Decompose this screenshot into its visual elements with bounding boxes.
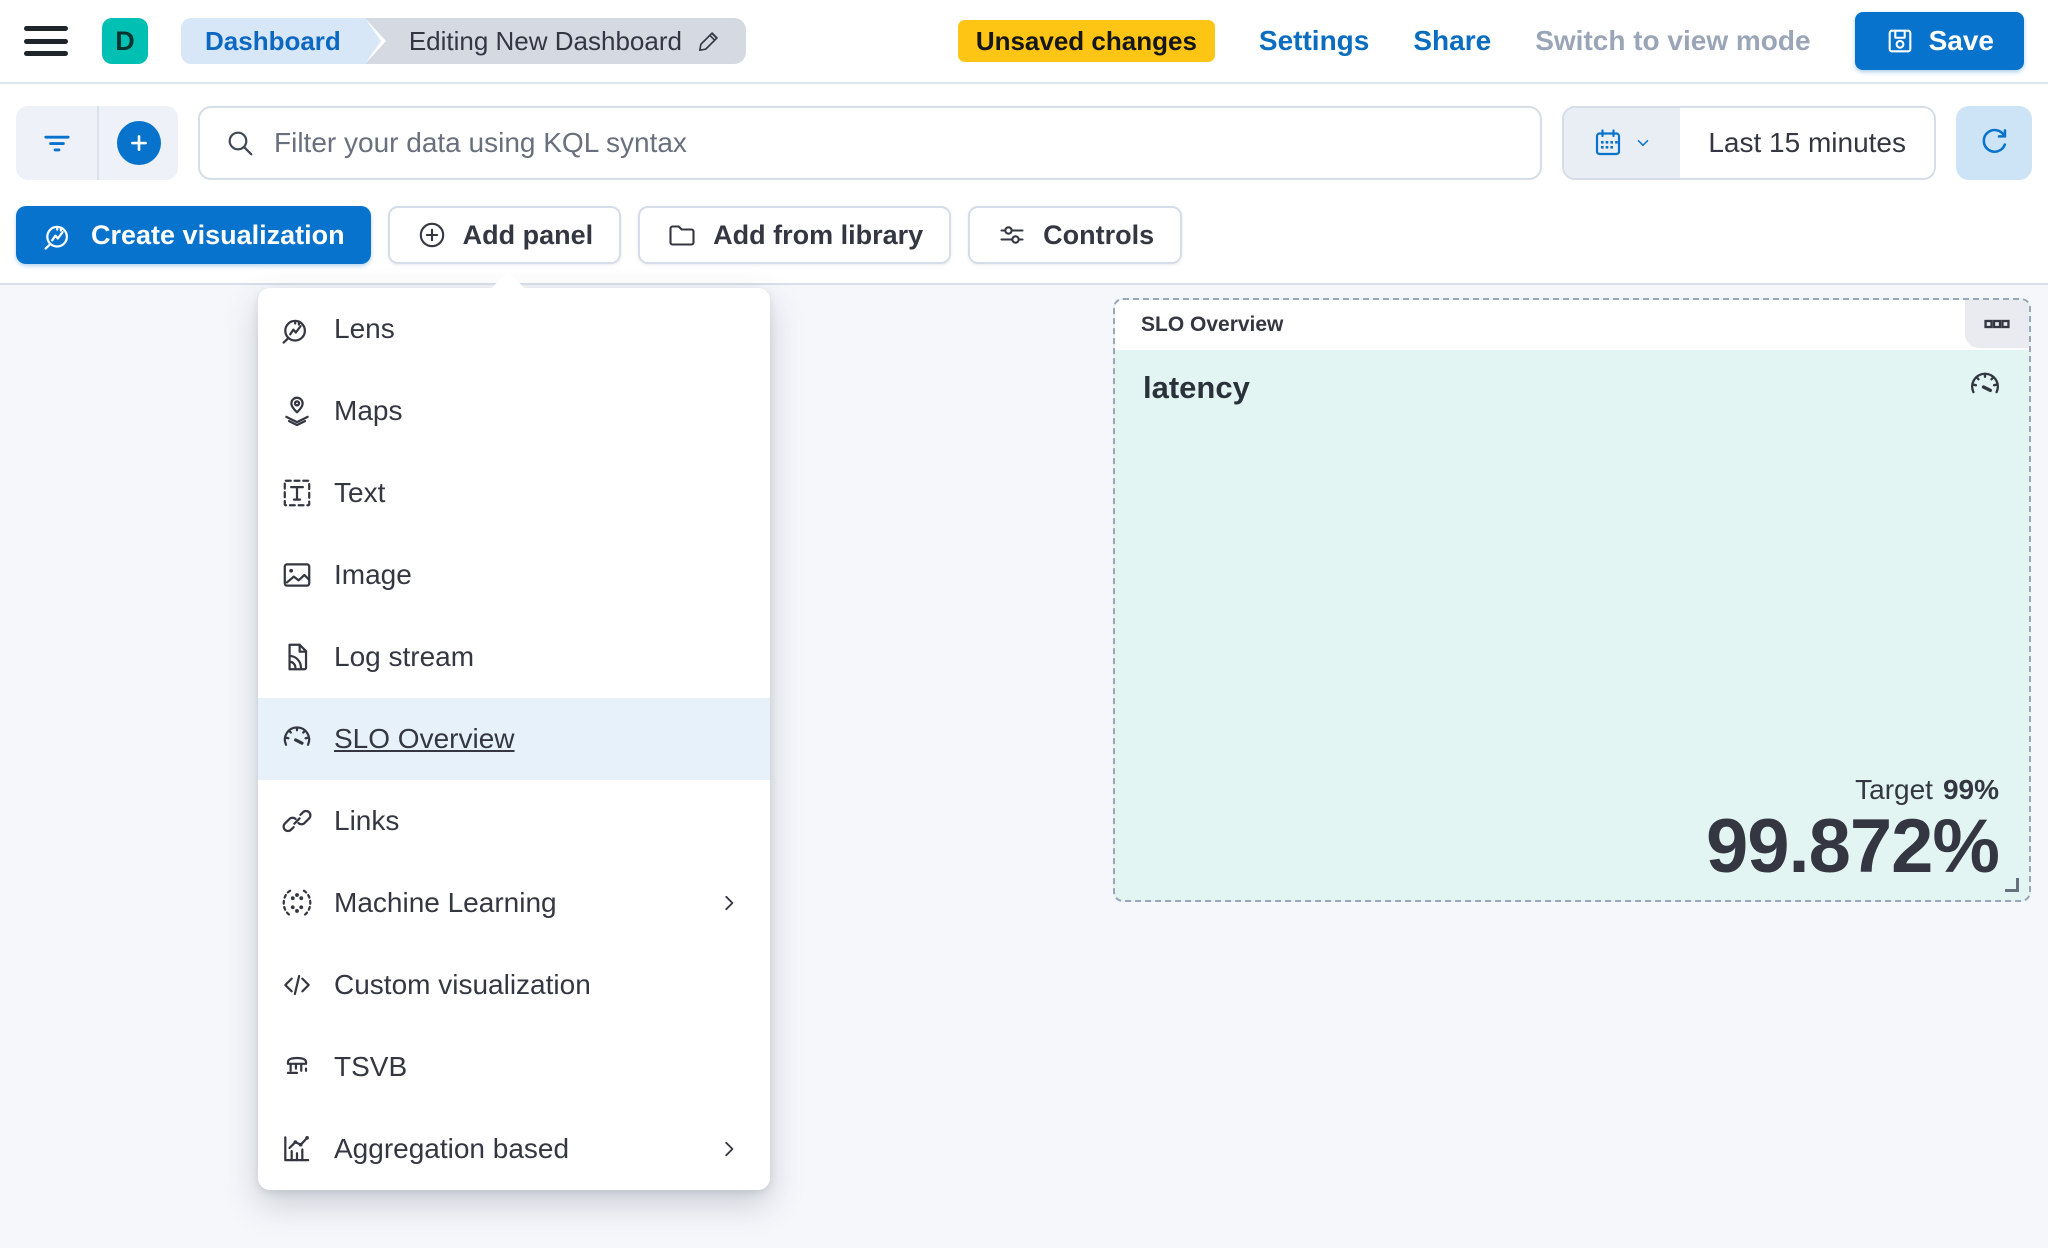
- menu-item-slo-overview[interactable]: SLO Overview: [258, 698, 770, 780]
- menu-item-label: Maps: [334, 395, 403, 426]
- menu-item-label: Image: [334, 559, 412, 590]
- chevron-down-icon: [1634, 134, 1652, 152]
- code-icon: [280, 968, 314, 1002]
- menu-item-image[interactable]: Image: [258, 534, 770, 616]
- settings-button[interactable]: Settings: [1258, 25, 1370, 56]
- header-actions: Unsaved changes Settings Share Switch to…: [957, 12, 2024, 70]
- chevron-right-icon: [718, 892, 740, 914]
- slo-metric-title: latency: [1143, 370, 1250, 405]
- refresh-icon: [1977, 126, 2011, 160]
- menu-item-label: Aggregation based: [334, 1133, 570, 1164]
- plus-circle-icon: [416, 219, 448, 251]
- menu-item-machine-learning[interactable]: Machine Learning: [258, 862, 770, 944]
- menu-hamburger-button[interactable]: [24, 24, 68, 58]
- slo-target-value: 99%: [1942, 774, 1999, 806]
- image-icon: [280, 558, 314, 592]
- breadcrumb: Dashboard Editing New Dashboard: [181, 18, 746, 64]
- lens-icon: [42, 218, 76, 252]
- controls-sliders-icon: [996, 219, 1028, 251]
- slo-value: 99.872%: [1705, 804, 2000, 890]
- text-icon: [280, 476, 314, 510]
- avatar[interactable]: D: [102, 18, 148, 64]
- edit-pencil-icon[interactable]: [696, 28, 722, 54]
- time-picker: Last 15 minutes: [1562, 106, 1936, 180]
- app-chrome: D Dashboard Editing New Dashboard Unsave…: [0, 0, 2048, 285]
- plus-circle-icon: [116, 121, 161, 165]
- unsaved-changes-badge: Unsaved changes: [957, 20, 1215, 62]
- folder-icon: [666, 219, 698, 251]
- slo-metric-values: Target 99% 99.872%: [1705, 774, 2000, 890]
- save-button[interactable]: Save: [1854, 12, 2024, 70]
- breadcrumb-dashboard[interactable]: Dashboard: [181, 18, 381, 64]
- switch-to-view-mode-button[interactable]: Switch to view mode: [1535, 25, 1811, 56]
- menu-item-label: Custom visualization: [334, 969, 591, 1000]
- panel-header: SLO Overview: [1115, 300, 2029, 350]
- menu-item-label: SLO Overview: [334, 723, 515, 754]
- log-stream-icon: [280, 640, 314, 674]
- add-from-library-button[interactable]: Add from library: [638, 206, 952, 264]
- menu-item-lens[interactable]: Lens: [258, 288, 770, 370]
- menu-item-label: Machine Learning: [334, 887, 557, 918]
- gauge-icon: [1967, 368, 2003, 404]
- time-range-button[interactable]: Last 15 minutes: [1680, 108, 1934, 178]
- chevron-right-icon: [718, 1138, 740, 1160]
- filter-button[interactable]: [16, 106, 97, 180]
- link-icon: [280, 804, 314, 838]
- share-button[interactable]: Share: [1413, 25, 1492, 56]
- menu-item-aggregation-based[interactable]: Aggregation based: [258, 1108, 770, 1190]
- menu-item-label: Links: [334, 805, 400, 836]
- slo-panel-body: latency Target 99% 99.872%: [1115, 350, 2029, 900]
- breadcrumb-current-label: Editing New Dashboard: [408, 25, 682, 56]
- lens-icon: [280, 312, 314, 346]
- boxes-horizontal-icon: [1982, 309, 2012, 339]
- date-picker-button[interactable]: [1564, 108, 1681, 178]
- panel-resize-handle[interactable]: [2005, 878, 2019, 892]
- gauge-icon: [280, 722, 314, 756]
- slo-overview-panel[interactable]: SLO Overview latency Target 99% 99.872%: [1113, 298, 2031, 902]
- create-visualization-button[interactable]: Create visualization: [16, 206, 371, 264]
- filter-controls-group: [16, 106, 178, 180]
- panel-title: SLO Overview: [1141, 313, 1284, 336]
- menu-item-text[interactable]: Text: [258, 452, 770, 534]
- dashboard-toolbar: Create visualization Add panel Add from …: [16, 206, 2032, 264]
- menu-item-label: Text: [334, 477, 386, 508]
- query-bar: Last 15 minutes: [16, 106, 2032, 180]
- tsvb-icon: [280, 1050, 314, 1084]
- menu-item-custom-visualization[interactable]: Custom visualization: [258, 944, 770, 1026]
- app-header: D Dashboard Editing New Dashboard Unsave…: [0, 0, 2048, 84]
- calendar-icon: [1592, 127, 1624, 159]
- add-filter-button[interactable]: [97, 106, 178, 180]
- filter-icon: [40, 126, 74, 160]
- machine-learning-icon: [280, 886, 314, 920]
- menu-item-label: Log stream: [334, 641, 475, 672]
- kql-search-box: [198, 106, 1543, 180]
- search-icon: [224, 127, 256, 159]
- slo-target-label: Target: [1855, 774, 1933, 806]
- panel-options-button[interactable]: [1965, 300, 2029, 348]
- menu-item-log-stream[interactable]: Log stream: [258, 616, 770, 698]
- save-floppy-icon: [1885, 26, 1915, 56]
- refresh-button[interactable]: [1956, 106, 2032, 180]
- menu-item-links[interactable]: Links: [258, 780, 770, 862]
- breadcrumb-current-page[interactable]: Editing New Dashboard: [364, 18, 746, 64]
- kql-search-input[interactable]: [274, 127, 1517, 159]
- aggregation-icon: [280, 1132, 314, 1166]
- add-panel-button[interactable]: Add panel: [387, 206, 622, 264]
- menu-item-label: TSVB: [334, 1051, 408, 1082]
- menu-item-tsvb[interactable]: TSVB: [258, 1026, 770, 1108]
- menu-item-maps[interactable]: Maps: [258, 370, 770, 452]
- menu-item-label: Lens: [334, 313, 395, 344]
- maps-icon: [280, 394, 314, 428]
- controls-button[interactable]: Controls: [968, 206, 1183, 264]
